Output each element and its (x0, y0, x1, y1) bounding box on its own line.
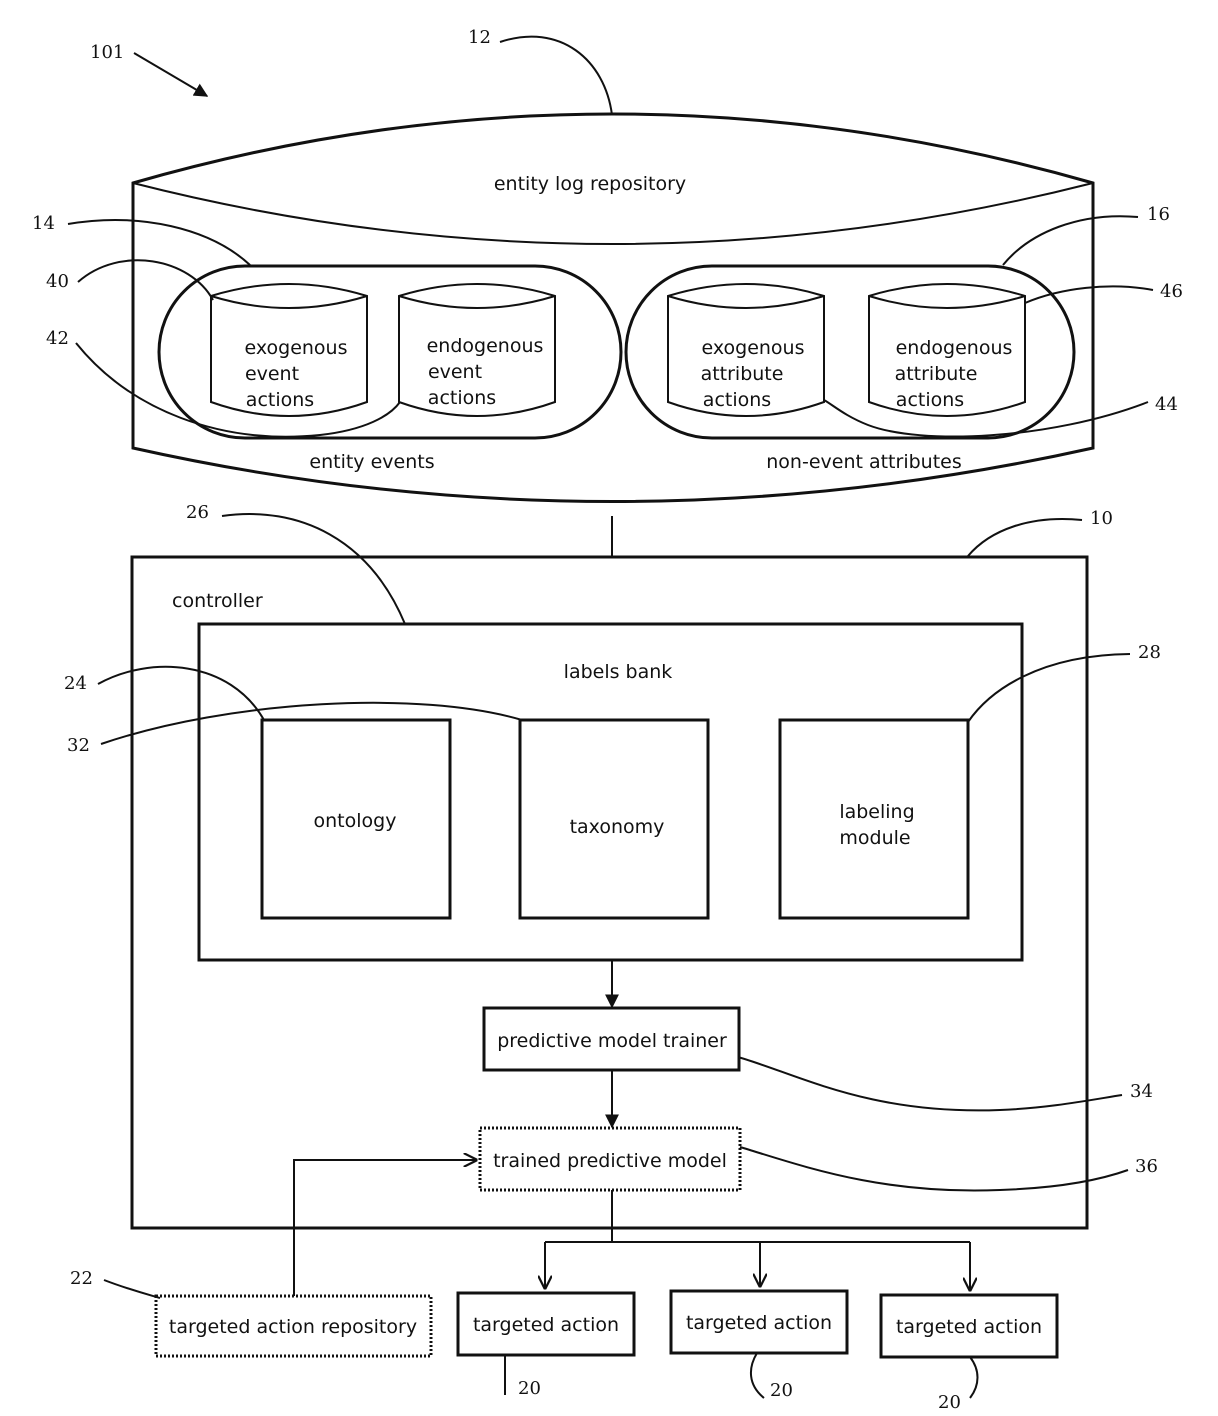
svg-text:actions: actions (428, 387, 496, 409)
labeling-module-line1: labeling (839, 801, 914, 823)
ref-10-leader (968, 519, 1082, 556)
ref-46-leader (1025, 286, 1153, 303)
ref-42: 42 (46, 328, 69, 349)
exo-attr-line3: actions (703, 389, 771, 411)
ref-46: 46 (1160, 281, 1183, 302)
targeted-action-repository-label: targeted action repository (169, 1316, 417, 1338)
exo-event-line2: event (245, 363, 299, 385)
svg-text:actions: actions (246, 389, 314, 411)
ref-16: 16 (1147, 204, 1170, 225)
labeling-module-box: labeling module (780, 720, 968, 918)
svg-text:endogenous: endogenous (896, 337, 1013, 359)
targeted-action-2-label: targeted action (686, 1312, 832, 1334)
targeted-action-box-1: targeted action (458, 1293, 634, 1355)
predictive-model-trainer-box: predictive model trainer (484, 1008, 739, 1070)
ref-20a: 20 (518, 1378, 541, 1399)
ref-101: 101 (90, 42, 124, 63)
ref-12: 12 (468, 27, 491, 48)
ref-24: 24 (64, 673, 87, 694)
taxonomy-label: taxonomy (570, 816, 665, 838)
ref-28: 28 (1138, 642, 1161, 663)
svg-text:endogenous: endogenous (427, 335, 544, 357)
ref-44: 44 (1155, 394, 1178, 415)
svg-text:module: module (839, 827, 910, 849)
targeted-action-box-2: targeted action (671, 1291, 847, 1353)
endo-attr-line1: endogenous (896, 337, 1013, 359)
labels-bank-title: labels bank (564, 661, 673, 683)
ref-20b-leader (751, 1353, 764, 1398)
ref-40: 40 (46, 271, 69, 292)
repository-title: entity log repository (494, 173, 686, 195)
svg-text:attribute: attribute (701, 363, 784, 385)
ref-14: 14 (32, 213, 55, 234)
endo-event-line3: actions (428, 387, 496, 409)
exo-attr-line1: exogenous (702, 337, 805, 359)
ref-26: 26 (186, 502, 209, 523)
endogenous-event-actions-store: endogenous event actions (399, 284, 555, 416)
ref-20b: 20 (770, 1380, 793, 1401)
svg-text:actions: actions (896, 389, 964, 411)
svg-text:exogenous: exogenous (245, 337, 348, 359)
targeted-action-box-3: targeted action (881, 1295, 1057, 1357)
ref-40-leader (78, 260, 213, 300)
ontology-label: ontology (314, 810, 397, 832)
ref-16-leader (1003, 216, 1138, 265)
controller-label: controller (172, 590, 263, 612)
targeted-action-3-label: targeted action (896, 1316, 1042, 1338)
svg-text:labeling: labeling (839, 801, 914, 823)
exogenous-attribute-actions-store: exogenous attribute actions (668, 284, 824, 416)
ref-101-arrow (134, 53, 207, 96)
ref-10: 10 (1090, 508, 1113, 529)
ref-34: 34 (1130, 1081, 1153, 1102)
exo-event-line1: exogenous (245, 337, 348, 359)
non-event-attributes-label: non-event attributes (766, 451, 962, 473)
targeted-action-1-label: targeted action (473, 1314, 619, 1336)
taxonomy-box: taxonomy (520, 720, 708, 918)
labeling-module-line2: module (839, 827, 910, 849)
endo-event-line2: event (428, 361, 482, 383)
ref-22: 22 (70, 1268, 93, 1289)
ontology-box: ontology (262, 720, 450, 918)
trained-predictive-model-box: trained predictive model (480, 1128, 740, 1190)
ref-12-leader (500, 37, 612, 115)
ref-36: 36 (1135, 1156, 1158, 1177)
entity-events-label: entity events (309, 451, 434, 473)
exo-attr-line2: attribute (701, 363, 784, 385)
ref-22-leader (104, 1280, 160, 1298)
svg-text:exogenous: exogenous (702, 337, 805, 359)
targeted-action-repository-box: targeted action repository (156, 1296, 431, 1356)
exo-event-line3: actions (246, 389, 314, 411)
endo-event-line1: endogenous (427, 335, 544, 357)
svg-text:event: event (245, 363, 299, 385)
endogenous-attribute-actions-store: endogenous attribute actions (869, 284, 1025, 416)
trained-predictive-model-label: trained predictive model (493, 1150, 727, 1172)
ref-20c-leader (970, 1357, 978, 1398)
svg-text:actions: actions (703, 389, 771, 411)
ref-14-leader (68, 220, 250, 265)
ref-32: 32 (67, 735, 90, 756)
predictive-model-trainer-label: predictive model trainer (497, 1030, 727, 1052)
svg-text:event: event (428, 361, 482, 383)
svg-text:attribute: attribute (895, 363, 978, 385)
endo-attr-line3: actions (896, 389, 964, 411)
endo-attr-line2: attribute (895, 363, 978, 385)
ref-20c: 20 (938, 1392, 961, 1413)
exogenous-event-actions-store: exogenous event actions (211, 284, 367, 416)
